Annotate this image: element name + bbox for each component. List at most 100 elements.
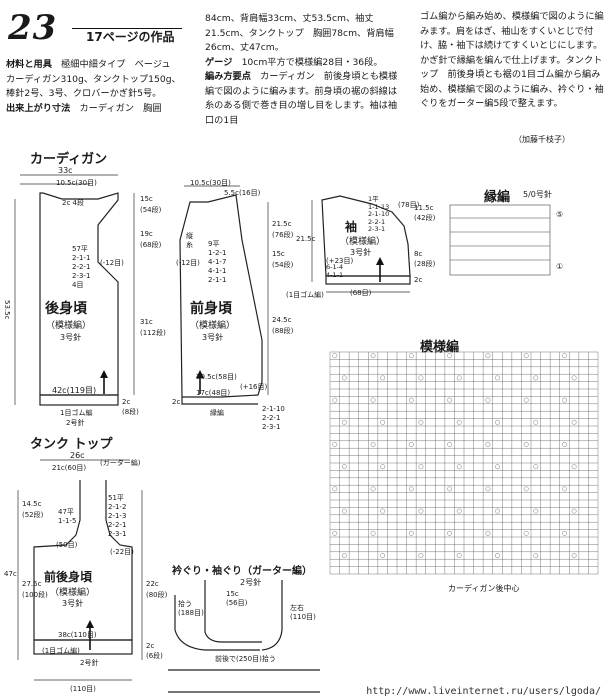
- chart-yo-symbol: [485, 442, 491, 447]
- tank-strap: (ガーター編): [100, 459, 141, 467]
- sleeve-cuff-width: (68目): [350, 289, 372, 297]
- tank-rib: (1目ゴム編): [42, 647, 80, 655]
- chart-yo-symbol: [380, 375, 386, 381]
- chart-yo-symbol: [456, 464, 462, 470]
- tank-neck-rows: (52段): [22, 511, 44, 519]
- tank-top-width: 26c: [70, 451, 85, 460]
- chart-yo-symbol: [571, 464, 577, 470]
- chart-yo-symbol: [380, 464, 386, 470]
- chart-yo-symbol: [370, 397, 376, 403]
- chart-yo-symbol: [495, 375, 500, 381]
- back-mark: (-12目): [100, 259, 124, 267]
- front-piece-outline: [179, 194, 263, 398]
- chart-yo-symbol: [418, 375, 424, 381]
- chart-yo-symbol: [485, 397, 491, 403]
- main-pattern-title: 模様編: [420, 340, 460, 355]
- tank-side-height: 22c: [146, 580, 159, 588]
- collar-title: 衿ぐり・袖ぐり（ガーター編）: [172, 566, 312, 577]
- edging-chart: [449, 204, 551, 276]
- sleeve-cuff-height: 2c: [414, 276, 423, 284]
- text-column-1: 材料と用具 極細中細タイプ ベージュ カーディガン310g、タンクトップ150g…: [6, 58, 182, 116]
- chart-yo-symbol: [495, 419, 500, 425]
- chart-yo-symbol: [370, 530, 376, 536]
- tank-mark2: (-22目): [110, 548, 134, 556]
- tank-hem-bottom: (110目): [70, 685, 96, 693]
- chart-yo-symbol: [370, 442, 376, 447]
- chart-yo-symbol: [408, 442, 414, 447]
- front-needle: 3号針: [202, 333, 224, 342]
- tank-arm-rows: (100段): [22, 591, 48, 599]
- front-tate: 縦 糸: [186, 232, 193, 249]
- arrow-heads: [86, 257, 384, 628]
- chart-yo-symbol: [380, 553, 386, 558]
- back-rib-height: 2c: [122, 398, 131, 406]
- chart-yo-symbol: [523, 397, 529, 403]
- chart-yo-symbol: [341, 508, 347, 514]
- chart-yo-symbol: [456, 508, 462, 514]
- chart-yo-symbol: [341, 419, 347, 425]
- chart-yo-symbol: [341, 553, 347, 558]
- chart-yo-symbol: [341, 375, 347, 381]
- chart-yo-symbol: [418, 419, 424, 425]
- sleeve-cap-height: 11.5c: [414, 204, 434, 212]
- designer-credit: （加藤千枝子）: [514, 135, 570, 144]
- title-underline: [72, 28, 182, 29]
- size-para: 出来上がり寸法 カーディガン 胸囲: [6, 102, 162, 114]
- sleeve-inc-detail: 6-1-4 4-1-1: [326, 263, 344, 279]
- chart-yo-symbol: [418, 508, 424, 514]
- sleeve-cap-top: (78目): [398, 201, 420, 209]
- sleeve-body-height: 8c: [414, 250, 423, 258]
- tank-top-st: 21c(60目): [52, 464, 87, 472]
- edging-needle: 5/0号針: [523, 190, 552, 199]
- tank-ribbing: [33, 639, 133, 655]
- sleeve-name: 袖: [345, 220, 358, 234]
- chart-yo-symbol: [456, 375, 462, 381]
- chart-yo-symbol: [562, 442, 567, 447]
- chart-yo-symbol: [571, 375, 577, 381]
- back-shoulder: 2c 4段: [62, 199, 84, 207]
- sleeve-cap: 1平 1-1-13 2-1-10 2-2-1 2-3-1: [368, 195, 390, 233]
- collar-band-right: [261, 580, 283, 651]
- front-mark: (-12目): [176, 259, 200, 267]
- chart-yo-symbol: [447, 486, 453, 492]
- chart-yo-symbol: [408, 486, 414, 492]
- method-continued: ゴム編から編み始め、模様編で図のように編みます。肩をはぎ、袖山をすくいとじで付け…: [420, 11, 604, 109]
- chart-yo-symbol: [495, 464, 500, 470]
- chart-yo-symbol: [485, 486, 491, 492]
- sleeve-sub: （模様編）: [340, 237, 386, 247]
- sleeve-body-rows: (28段): [414, 260, 436, 268]
- sleeve-rib: (1目ゴム編): [286, 291, 324, 299]
- chart-yo-symbol: [523, 442, 529, 447]
- front-sub: （模様編）: [190, 321, 236, 331]
- back-rib-rows: (8段): [122, 408, 139, 416]
- back-neck-width: 10.5c(30目): [56, 179, 97, 187]
- chart-yo-symbol: [533, 464, 539, 470]
- collar-band-inner: [204, 580, 262, 643]
- front-rib-height: 2c: [172, 398, 181, 406]
- back-sub: （模様編）: [46, 321, 92, 331]
- front-neck-rows: (76段): [272, 231, 294, 239]
- back-side-height: 19c: [140, 230, 153, 238]
- size-continued: 84cm、背肩幅33cm、丈53.5cm、袖丈21.5cm、タンクトップ 胸囲7…: [205, 13, 394, 53]
- collar-pick-left: 拾う (188目): [178, 600, 204, 617]
- front-sleeve-height: 15c: [272, 250, 285, 258]
- back-needle: 3号針: [60, 333, 82, 342]
- tank-side-rows: (80段): [146, 591, 168, 599]
- chart-yo-symbol: [332, 442, 338, 447]
- tank-rib-height: 2c: [146, 642, 155, 650]
- chart-yo-symbol: [571, 419, 577, 425]
- back-total-height: 53.5c: [3, 300, 11, 320]
- tank-name: 前後身頃: [44, 570, 93, 584]
- back-lower-rows: (112段): [140, 329, 166, 337]
- front-inc-detail: 2-1-10 2-2-1 2-3-1: [262, 405, 285, 431]
- chart-yo-symbol: [332, 486, 338, 492]
- edging-row-1: ①: [556, 262, 564, 271]
- back-name: 後身頃: [45, 301, 87, 317]
- front-top-width: 10.5c(30目): [190, 179, 231, 187]
- tank-dec2: 51平 2-1-2 2-1-3 2-2-1 2-3-1: [108, 494, 127, 538]
- chart-yo-symbol: [332, 353, 338, 359]
- chart-yo-symbol: [456, 553, 462, 558]
- chart-yo-symbol: [447, 530, 453, 536]
- back-piece-outline: [39, 192, 119, 396]
- chart-yo-symbol: [571, 553, 577, 558]
